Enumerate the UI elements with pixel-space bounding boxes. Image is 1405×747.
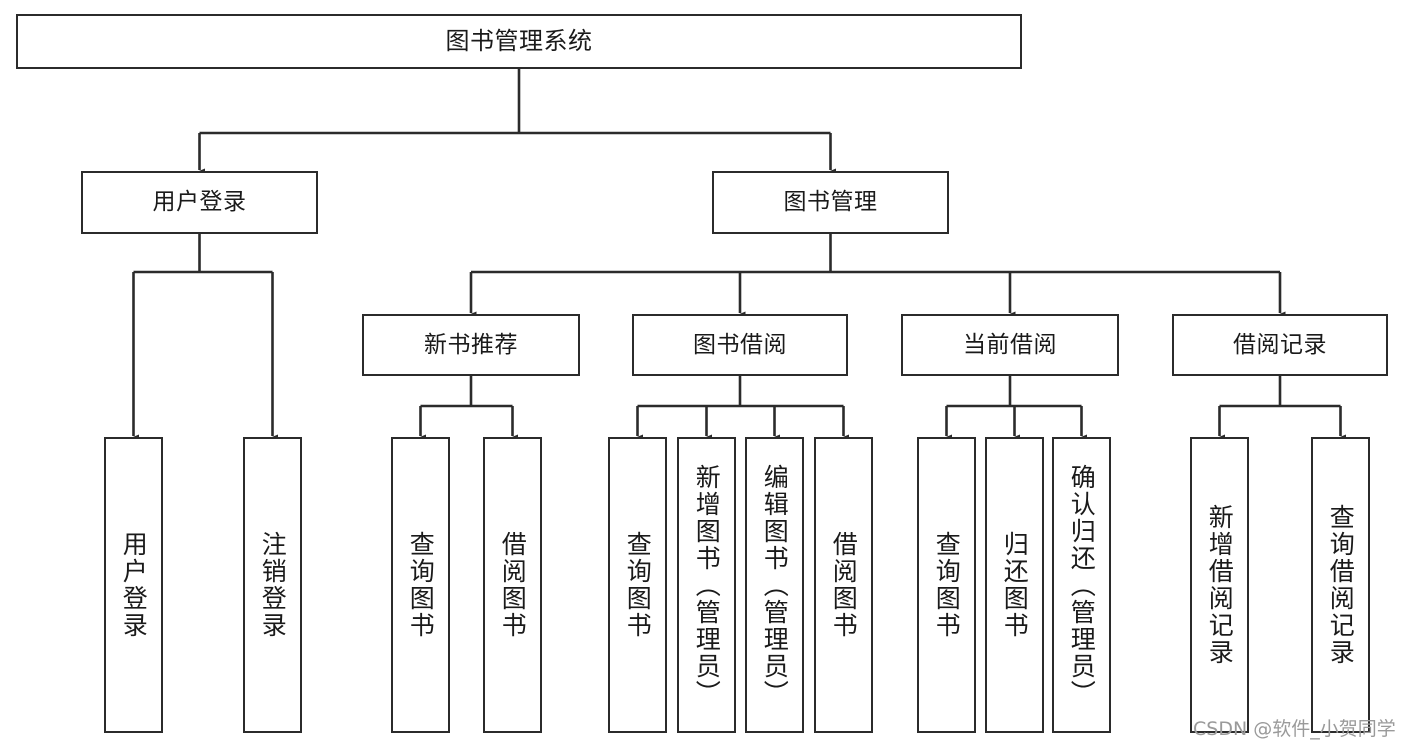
node-label-borrow-record: 借阅记录 — [1233, 331, 1327, 358]
node-label-user-login: 用户登录 — [152, 189, 247, 216]
node-label-leaf-return-book: 归还图书 — [1000, 531, 1030, 639]
node-label-root: 图书管理系统 — [445, 26, 593, 55]
node-label-leaf-add-record: 新增借阅记录 — [1205, 504, 1235, 666]
node-label-leaf-edit-book: 编辑图书（管理员） — [760, 463, 790, 707]
node-leaf-query-record[interactable]: 查询借阅记录 — [1311, 437, 1370, 733]
node-label-leaf-query-record: 查询借阅记录 — [1326, 504, 1356, 666]
node-label-leaf-query-book-2: 查询图书 — [623, 531, 653, 639]
node-leaf-borrow-book-1[interactable]: 借阅图书 — [483, 437, 542, 733]
node-label-leaf-query-book-1: 查询图书 — [406, 531, 436, 639]
node-label-leaf-query-book-3: 查询图书 — [932, 531, 962, 639]
node-leaf-query-book-3[interactable]: 查询图书 — [917, 437, 976, 733]
node-new-book-rec[interactable]: 新书推荐 — [362, 314, 580, 376]
node-book-manage[interactable]: 图书管理 — [712, 171, 949, 234]
node-label-book-manage: 图书管理 — [783, 189, 878, 216]
node-borrow-record[interactable]: 借阅记录 — [1172, 314, 1388, 376]
node-leaf-user-login[interactable]: 用户登录 — [104, 437, 163, 733]
node-user-login[interactable]: 用户登录 — [81, 171, 318, 234]
node-leaf-edit-book[interactable]: 编辑图书（管理员） — [745, 437, 804, 733]
node-leaf-return-book[interactable]: 归还图书 — [985, 437, 1044, 733]
node-leaf-confirm-ret[interactable]: 确认归还（管理员） — [1052, 437, 1111, 733]
node-label-leaf-user-logout: 注销登录 — [258, 531, 288, 639]
node-label-leaf-borrow-book-2: 借阅图书 — [829, 531, 859, 639]
node-leaf-borrow-book-2[interactable]: 借阅图书 — [814, 437, 873, 733]
node-leaf-add-book[interactable]: 新增图书（管理员） — [677, 437, 736, 733]
node-book-borrow[interactable]: 图书借阅 — [632, 314, 848, 376]
node-leaf-query-book-1[interactable]: 查询图书 — [391, 437, 450, 733]
node-root[interactable]: 图书管理系统 — [16, 14, 1022, 69]
node-leaf-query-book-2[interactable]: 查询图书 — [608, 437, 667, 733]
node-label-leaf-confirm-ret: 确认归还（管理员） — [1067, 463, 1097, 707]
node-label-leaf-borrow-book-1: 借阅图书 — [498, 531, 528, 639]
node-label-book-borrow: 图书借阅 — [693, 331, 787, 358]
node-leaf-add-record[interactable]: 新增借阅记录 — [1190, 437, 1249, 733]
node-current-borrow[interactable]: 当前借阅 — [901, 314, 1119, 376]
node-label-leaf-add-book: 新增图书（管理员） — [692, 463, 722, 707]
node-label-new-book-rec: 新书推荐 — [424, 331, 518, 358]
node-label-leaf-user-login: 用户登录 — [119, 531, 149, 639]
node-leaf-user-logout[interactable]: 注销登录 — [243, 437, 302, 733]
node-label-current-borrow: 当前借阅 — [963, 331, 1057, 358]
